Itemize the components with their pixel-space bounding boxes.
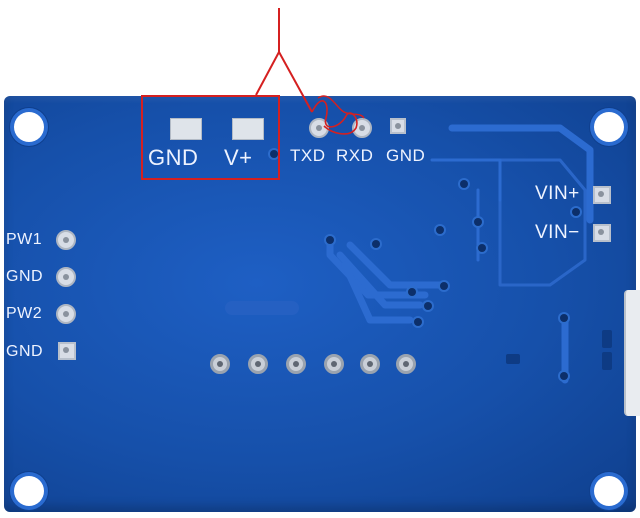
via — [478, 244, 486, 252]
gnd-left-pad-1 — [56, 267, 76, 287]
pin-pad-2 — [248, 354, 268, 374]
vin-minus-pad — [593, 224, 611, 242]
annotation-scribble-2 — [317, 95, 365, 119]
txd-label: TXD — [290, 146, 326, 165]
pcb-board — [4, 96, 636, 512]
smd-footprint — [602, 330, 612, 348]
annotation-box — [141, 95, 280, 180]
trace-top-horizontal — [430, 158, 502, 202]
annotation-scribble — [311, 100, 358, 135]
gnd-power-pad — [170, 118, 202, 140]
vin-plus-pad — [593, 186, 611, 204]
side-connector — [624, 290, 640, 416]
pin-pad-1 — [210, 354, 230, 374]
annotation-right-branch — [278, 51, 313, 113]
pw1-label: PW1 — [6, 231, 43, 248]
gnd-left-label-1: GND — [6, 268, 44, 285]
smd-footprint — [506, 354, 520, 364]
via — [440, 282, 448, 290]
uart-gnd-label: GND — [386, 146, 426, 165]
trace-diagonal-2 — [346, 241, 444, 289]
via — [560, 372, 568, 380]
via — [460, 180, 468, 188]
via — [436, 226, 444, 234]
mounting-hole-top-right — [594, 112, 624, 142]
pin-pad-5 — [360, 354, 380, 374]
pin-pad-6 — [396, 354, 416, 374]
vin-plus-label: VIN+ — [535, 183, 580, 204]
trace-diagonal-3 — [336, 251, 424, 309]
trace-vin-outline — [498, 158, 587, 287]
vplus-power-pad — [232, 118, 264, 140]
via — [408, 288, 416, 296]
mounting-hole-bottom-right — [594, 476, 624, 506]
gnd-power-label: GND — [148, 145, 199, 170]
pin-pad-4 — [324, 354, 344, 374]
via — [424, 302, 432, 310]
pw1-pad — [56, 230, 76, 250]
vin-minus-label: VIN− — [535, 222, 580, 243]
pin-pad-3 — [286, 354, 306, 374]
via — [372, 240, 380, 248]
gnd-left-label-2: GND — [6, 343, 44, 360]
pw2-pad — [56, 304, 76, 324]
rxd-label: RXD — [336, 146, 374, 165]
via — [414, 318, 422, 326]
vplus-label: V+ — [224, 145, 253, 170]
gnd-left-pad-2 — [58, 342, 76, 360]
trace-diagonal-4 — [341, 261, 414, 324]
via — [572, 208, 580, 216]
via — [474, 218, 482, 226]
mounting-hole-top-left — [14, 112, 44, 142]
via — [270, 150, 278, 158]
via — [560, 314, 568, 322]
smd-footprint — [602, 352, 612, 370]
pw2-label: PW2 — [6, 305, 43, 322]
trace-top-right — [448, 124, 594, 224]
uart-gnd-pad — [390, 118, 406, 134]
mounting-hole-bottom-left — [14, 476, 44, 506]
txd-pad — [309, 118, 329, 138]
via — [326, 236, 334, 244]
annotation-left-branch — [255, 51, 280, 96]
